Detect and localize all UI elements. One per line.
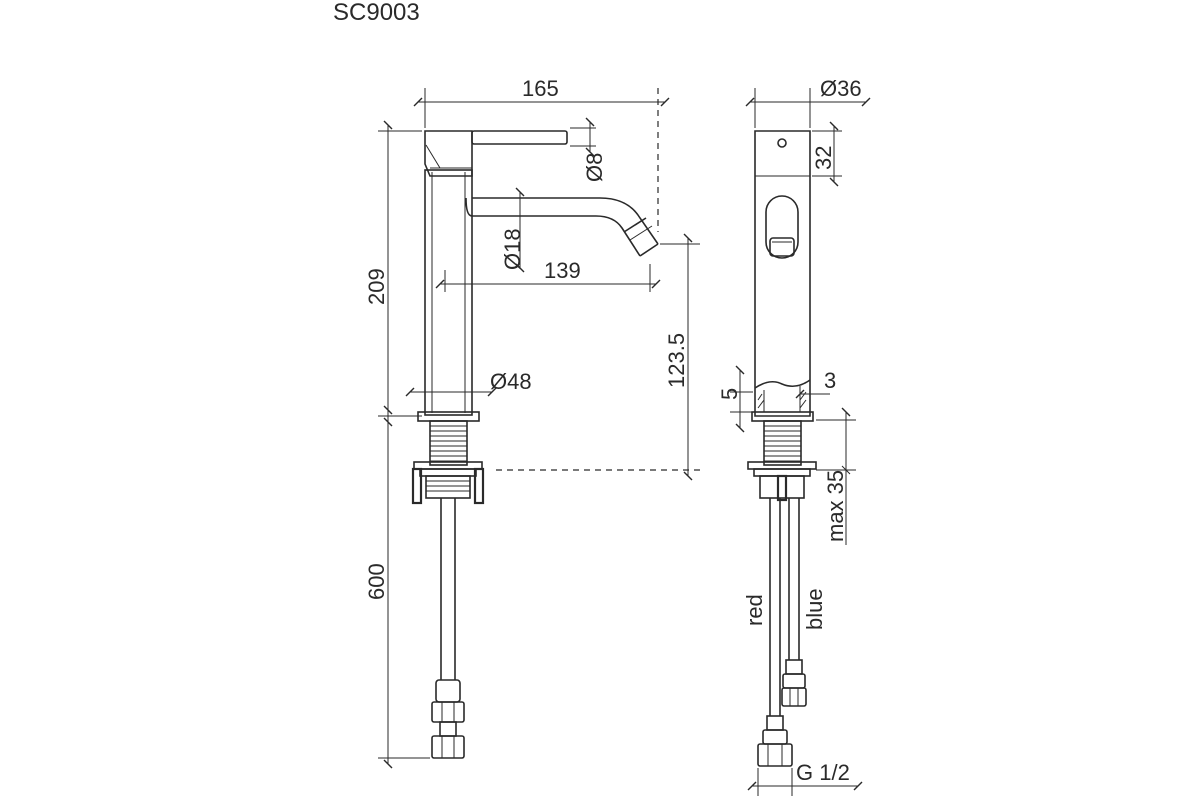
dim-lever-dia: Ø8 [582,153,607,182]
label-red-hose: red [742,594,767,626]
dim-connection: G 1/2 [796,760,850,785]
hose-nut [431,735,465,759]
fixing-nut [425,475,471,499]
dim-width-165: 165 [522,76,559,101]
model-title: SC9003 [333,0,420,26]
lever [471,130,568,145]
dim-body-height: 209 [364,268,389,305]
dim-hose-length: 600 [364,563,389,600]
base-flange [417,411,480,422]
indicator-dot [777,138,787,148]
handle-head [424,130,473,177]
label-blue-hose: blue [802,588,827,630]
spout [472,197,659,257]
faucet-body [424,169,473,416]
front-view: 165 Ø8 Ø18 139 Ø48 123.5 209 600 [364,76,700,769]
dim-spout-height: 123.5 [664,333,689,388]
side-body [754,130,811,417]
side-view: Ø36 32 5 3 max 35 red blue G 1/2 [717,76,871,796]
side-shank [763,420,802,466]
dim-body-dia: Ø48 [490,369,532,394]
side-hose-nut [757,743,793,767]
dim-spout-reach: 139 [544,258,581,283]
dim-side-dia: Ø36 [820,76,862,101]
dim-spout-dia: Ø18 [500,228,525,270]
dim-wall-b: 3 [824,368,836,393]
dim-wall-a: 5 [717,388,742,400]
dim-deck-thickness: max 35 [823,470,848,542]
threaded-shank [429,420,468,466]
lever-slot [765,195,799,259]
dim-top-offset: 32 [811,146,836,170]
